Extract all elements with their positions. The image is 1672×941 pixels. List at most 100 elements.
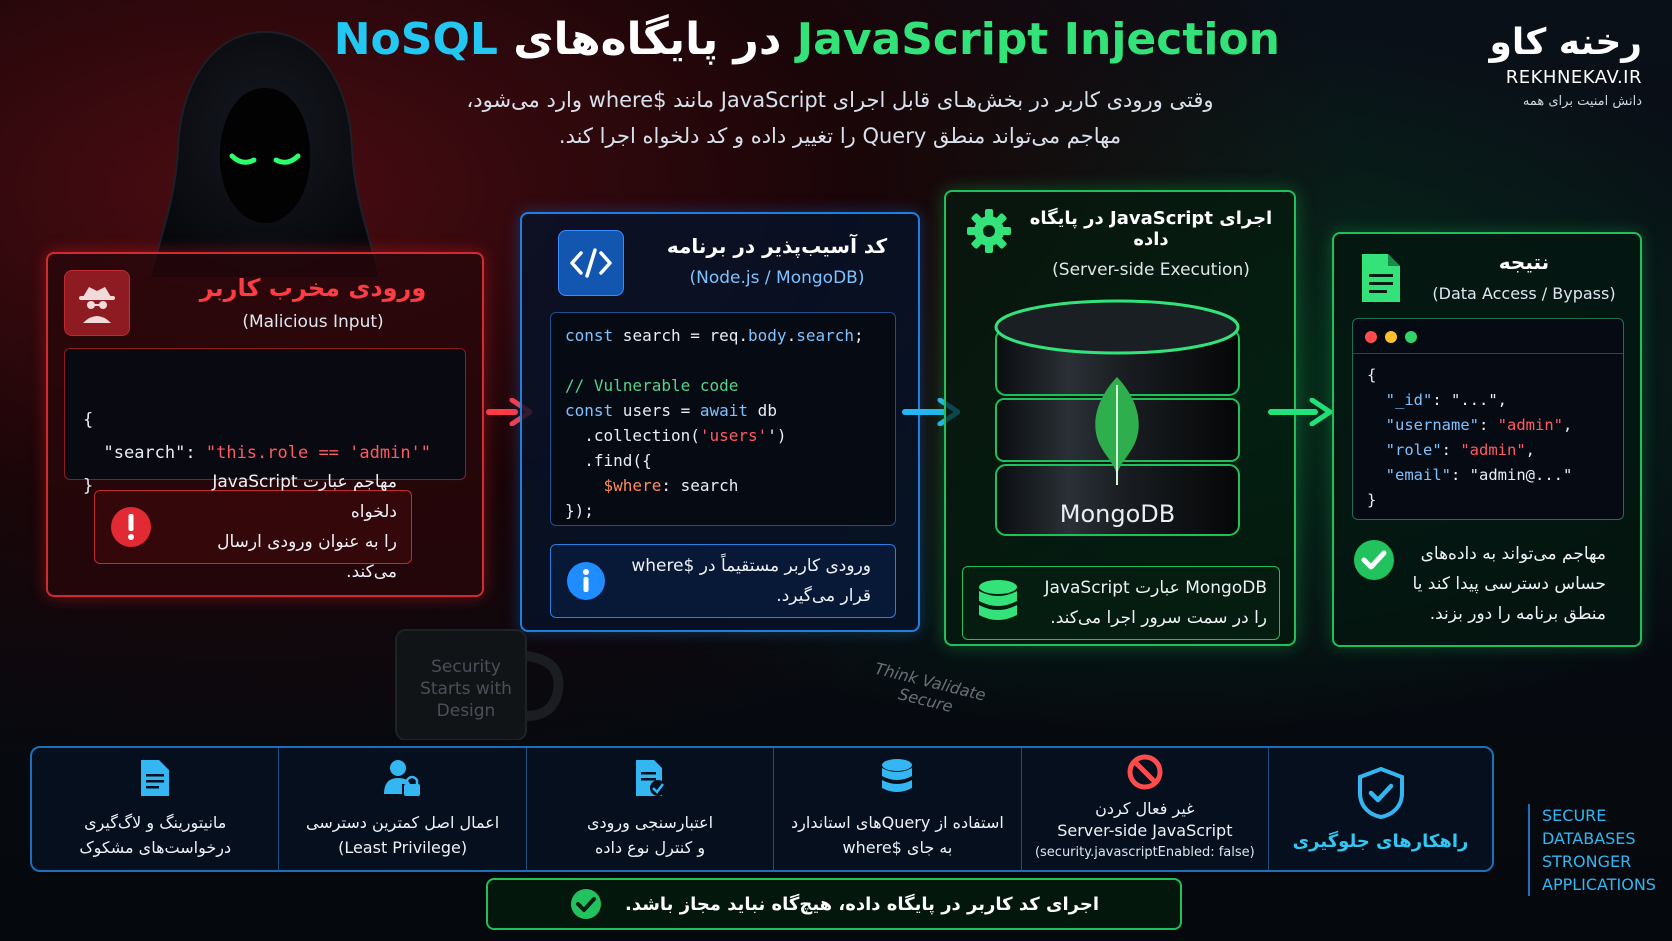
slogan-block: SECURE DATABASES STRONGER APPLICATIONS: [1528, 804, 1668, 896]
footer-message: اجرای کد کاربر در پایگاه داده، هیچ‌گاه ن…: [624, 893, 1100, 915]
result-window: { "_id": "...", "username": "admin", "ro…: [1352, 318, 1624, 520]
user-lock-icon: [383, 758, 422, 802]
code-l1-rest: search = req.: [613, 326, 749, 345]
document-icon: [1360, 252, 1402, 308]
title-part-injection: JavaScript Injection: [796, 14, 1280, 65]
code-open-brace: {: [83, 410, 94, 430]
prevention-item-least-privilege: اعمال اصل کمترین دسترسی (Least Privilege…: [278, 748, 525, 870]
result-email-key: "email": [1367, 466, 1451, 484]
malicious-input-card: ورودی مخرب کاربر (Malicious Input) { "se…: [46, 252, 484, 597]
code-l1-prop2: search: [796, 326, 854, 345]
hacker-illustration: [150, 30, 380, 278]
brand-site: REKHNEKAV.IR: [1505, 67, 1642, 88]
spy-icon: [64, 270, 130, 336]
note-line-2: را در سمت سرور اجرا می‌کند.: [1050, 608, 1267, 628]
notebook-text: Think Validate Secure: [872, 658, 988, 717]
vulnerable-code-header: کد آسیب‌پذیر در برنامه (Node.js / MongoD…: [632, 234, 922, 288]
vulnerable-code-note: ورودی کاربر مستقیماً در $where قرار می‌گ…: [550, 544, 896, 618]
title-part-middle: در پایگاه‌های: [513, 14, 782, 65]
code-l3-end: db: [748, 401, 777, 420]
code-kw-await: await: [699, 401, 749, 420]
item-line-1: اعمال اصل کمترین دسترسی: [306, 813, 500, 832]
code-l1-dot: .: [786, 326, 797, 345]
code-value: "this.role == 'admin'": [205, 443, 432, 463]
server-execution-header: اجرای JavaScript در پایگاه داده (Server-…: [1016, 208, 1286, 280]
item-line-2: درخواست‌های مشکوک: [79, 838, 232, 857]
subtitle-line-1: وقتی ورودی کاربر در بخش‌هـای قابل اجرای …: [466, 88, 1214, 112]
malicious-input-code: { "search": "this.role == 'admin'" }: [64, 348, 466, 496]
malicious-input-subtitle: (Malicious Input): [242, 312, 384, 332]
document-check-icon: [632, 758, 668, 802]
code-l6-rest: : search: [661, 476, 739, 495]
desk-illustration: [395, 629, 564, 740]
note-line-1: مهاجم عبارت JavaScript دلخواه: [212, 472, 397, 522]
slogan-line-2: DATABASES: [1542, 829, 1636, 848]
result-email-val: "admin@...": [1469, 466, 1573, 484]
title-part-nosql: NoSQL: [333, 14, 498, 65]
maximize-dot-icon: [1405, 331, 1417, 343]
note-line-1: MongoDB عبارت JavaScript: [1044, 578, 1268, 598]
item-line-2: (Least Privilege): [338, 838, 468, 857]
result-user-val: "admin": [1497, 416, 1563, 434]
page-subtitle: وقتی ورودی کاربر در بخش‌هـای قابل اجرای …: [380, 82, 1300, 154]
code-l5: .find({: [565, 451, 652, 470]
malicious-input-header: ورودی مخرب کاربر (Malicious Input): [148, 274, 478, 332]
result-role-val: "admin": [1460, 441, 1526, 459]
item-line-2: به جای $where: [842, 838, 953, 857]
item-line-1: اعتبارسنجی ورودی: [586, 813, 714, 832]
slogan-line-3: STRONGER: [1542, 852, 1632, 871]
page-title: JavaScript Injection در پایگاه‌های NoSQL: [334, 14, 1280, 65]
malicious-input-title: ورودی مخرب کاربر: [199, 274, 427, 302]
prevention-item-input-validation: اعتبارسنجی ورودی و کنترل نوع داده: [525, 748, 773, 870]
close-dot-icon: [1365, 331, 1377, 343]
mongodb-label: MongoDB: [1059, 500, 1176, 528]
result-title: نتیجه: [1498, 250, 1550, 274]
mongodb-database-illustration: [994, 299, 1240, 536]
server-execution-note: MongoDB عبارت JavaScript را در سمت سرور …: [962, 566, 1280, 640]
code-l4-str: 'users': [699, 426, 768, 445]
log-document-icon: [139, 758, 171, 802]
window-controls: [1365, 331, 1417, 343]
footer-message-bar: اجرای کد کاربر در پایگاه داده، هیچ‌گاه ن…: [486, 878, 1182, 930]
server-execution-title: اجرای JavaScript در پایگاه داده: [1029, 208, 1273, 250]
result-header: نتیجه (Data Access / Bypass): [1414, 250, 1634, 303]
check-circle-icon: [1342, 538, 1406, 582]
slogan-line-1: SECURE: [1542, 806, 1607, 825]
result-close: }: [1367, 491, 1377, 509]
result-card: نتیجه (Data Access / Bypass) { "_id": ".…: [1332, 232, 1642, 647]
server-execution-subtitle: (Server-side Execution): [1052, 260, 1250, 280]
slogan-line-4: APPLICATIONS: [1542, 875, 1656, 894]
note-line-2: را به عنوان ورودی ارسال می‌کند.: [217, 532, 397, 582]
code-icon: [558, 230, 624, 296]
prevention-item-disable-js: غیر فعال کردن Server-side JavaScript (se…: [1020, 748, 1268, 870]
result-role-key: "role": [1367, 441, 1442, 459]
prevention-item-monitoring: مانیتورینگ و لاگ‌گیری درخواست‌های مشکوک: [32, 748, 278, 870]
note-line-1: ورودی کاربر مستقیماً در $where: [631, 556, 871, 576]
code-colon: :: [185, 443, 206, 463]
prevention-item-standard-queries: استفاده از Queryهای استاندارد به جای $wh…: [773, 748, 1020, 870]
code-l7: });: [565, 501, 594, 520]
result-open: {: [1367, 366, 1377, 384]
malicious-input-note: مهاجم عبارت JavaScript دلخواه را به عنوا…: [94, 472, 412, 582]
code-kw-const-2: const: [565, 401, 614, 420]
item-line-2: و کنترل نوع داده: [594, 838, 706, 857]
code-where-key: $where: [565, 476, 662, 495]
brand-name: رخنه کاو: [1489, 22, 1642, 63]
vulnerable-code-block: const search = req.body.search; // Vulne…: [550, 312, 896, 526]
no-entry-icon: [1127, 754, 1163, 794]
result-id-key: "_id": [1367, 391, 1433, 409]
info-icon: [551, 560, 621, 602]
item-line-2: Server-side JavaScript: [1057, 821, 1233, 840]
minimize-dot-icon: [1385, 331, 1397, 343]
code-close-brace: }: [83, 476, 94, 496]
warning-icon: [95, 505, 167, 549]
brand-tagline: دانش امنیت برای همه: [1522, 94, 1642, 109]
database-icon: [880, 758, 914, 802]
check-circle-icon: [569, 887, 603, 921]
vulnerable-code-title: کد آسیب‌پذیر در برنامه: [666, 234, 888, 258]
prevention-title: راهکارهای جلوگیری: [1292, 830, 1469, 852]
code-l1-end: ;: [854, 326, 864, 345]
code-kw-const-1: const: [565, 326, 614, 345]
shield-check-icon: [1357, 766, 1404, 823]
code-l4-a: .collection(: [565, 426, 700, 445]
